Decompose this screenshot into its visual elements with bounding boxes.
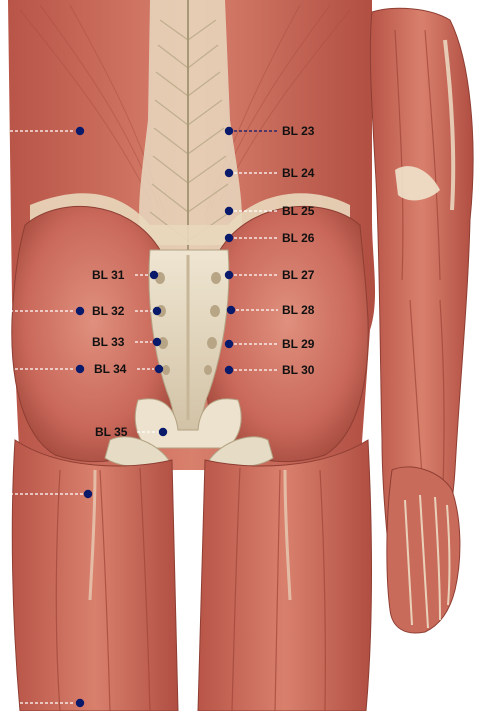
acupoint-marker: [225, 207, 233, 215]
acupoint-marker: [159, 428, 167, 436]
acupoint-marker: [225, 234, 233, 242]
acupoint-label: BL 25: [282, 204, 315, 218]
acupoint-label: BL 35: [95, 425, 128, 439]
acupoint-marker: [225, 127, 233, 135]
acupoint-label: BL 34: [94, 362, 127, 376]
acupoint-marker: [76, 307, 84, 315]
acupoint-label: BL 23: [282, 124, 315, 138]
acupoint-label: BL 30: [282, 363, 315, 377]
acupoint-marker: [225, 169, 233, 177]
acupoint-label: BL 26: [282, 231, 315, 245]
acupoint-marker: [225, 271, 233, 279]
acupoint-marker: [153, 307, 161, 315]
acupoint-marker: [225, 340, 233, 348]
acupoint-label: BL 28: [282, 303, 315, 317]
acupoint-label: BL 33: [92, 335, 125, 349]
acupoint-marker: [76, 699, 84, 707]
acupoint-label: BL 29: [282, 337, 315, 351]
acupoint-marker: [227, 306, 235, 314]
acupoint-marker: [76, 365, 84, 373]
acupoint-marker: [84, 490, 92, 498]
acupoint-label: BL 32: [92, 304, 125, 318]
acupoint-marker: [153, 338, 161, 346]
acupoint-marker: [155, 365, 163, 373]
acupoint-label: BL 31: [92, 268, 125, 282]
acupoint-label: BL 27: [282, 268, 315, 282]
acupoint-marker: [150, 271, 158, 279]
acupoint-marker: [225, 366, 233, 374]
acupoint-marker: [76, 127, 84, 135]
acupoint-label: BL 24: [282, 166, 315, 180]
